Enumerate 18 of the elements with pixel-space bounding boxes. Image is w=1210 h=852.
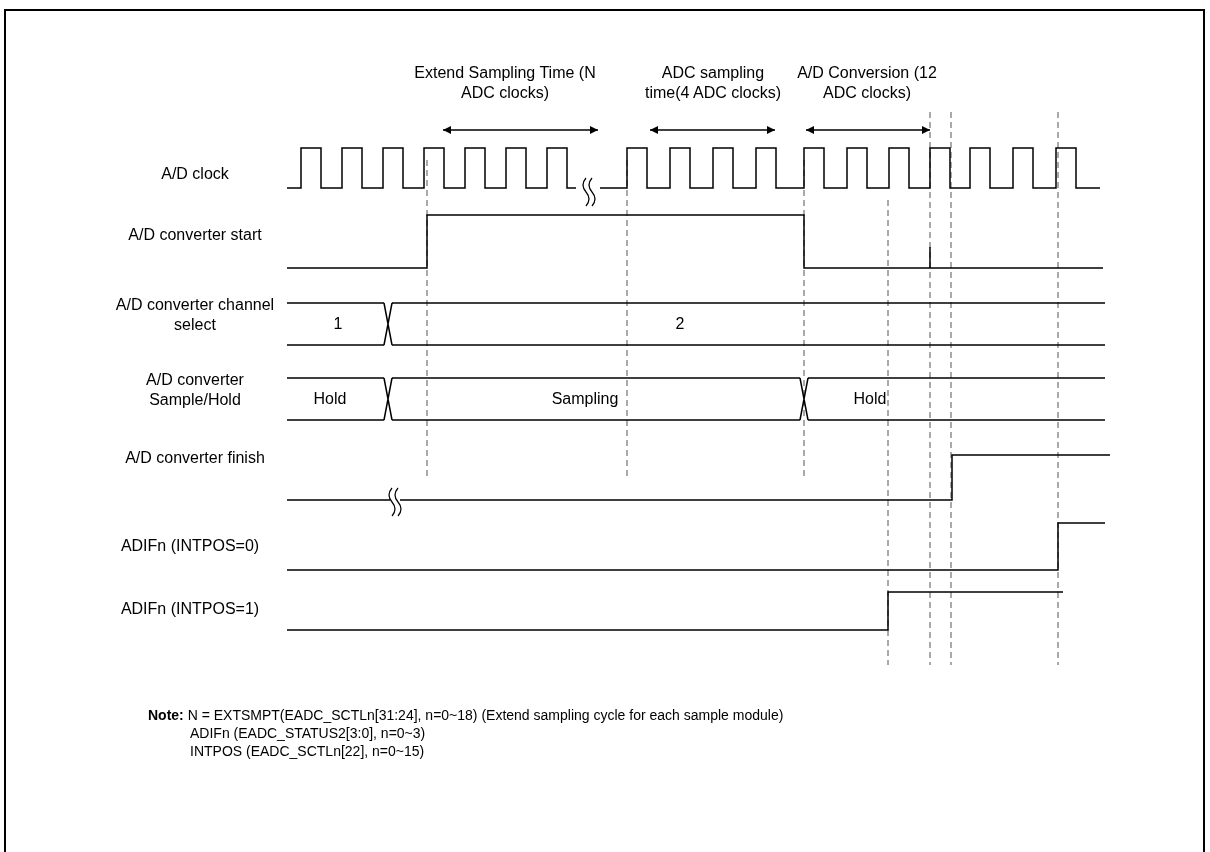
signal-label: A/D converter finish bbox=[124, 448, 266, 468]
signal-label: A/D converter channel select bbox=[115, 295, 275, 335]
bus-value: 1 bbox=[332, 314, 344, 334]
signal-label: A/D clock bbox=[160, 164, 230, 184]
note-text: Note: N = EXTSMPT(EADC_SCTLn[31:24], n=0~18) (Extend sampling cycle for each sample module) bbox=[148, 706, 784, 724]
bus-value: Hold bbox=[312, 389, 348, 409]
bus-value: 2 bbox=[674, 314, 686, 334]
signal-label: ADIFn (INTPOS=0) bbox=[119, 536, 261, 556]
bus-value: Hold bbox=[852, 389, 888, 409]
signal-label: A/D converter Sample/Hold bbox=[145, 370, 245, 410]
phase-label: A/D Conversion (12 ADC clocks) bbox=[797, 63, 937, 103]
bus-value: Sampling bbox=[550, 389, 620, 409]
note-text: ADIFn (EADC_STATUS2[3:0], n=0~3) bbox=[190, 724, 426, 742]
note-text: INTPOS (EADC_SCTLn[22], n=0~15) bbox=[190, 742, 425, 760]
signal-label: A/D converter start bbox=[127, 225, 263, 245]
phase-label: Extend Sampling Time (N ADC clocks) bbox=[413, 63, 597, 103]
phase-label: ADC sampling time(4 ADC clocks) bbox=[644, 63, 782, 103]
signal-label: ADIFn (INTPOS=1) bbox=[119, 599, 261, 619]
